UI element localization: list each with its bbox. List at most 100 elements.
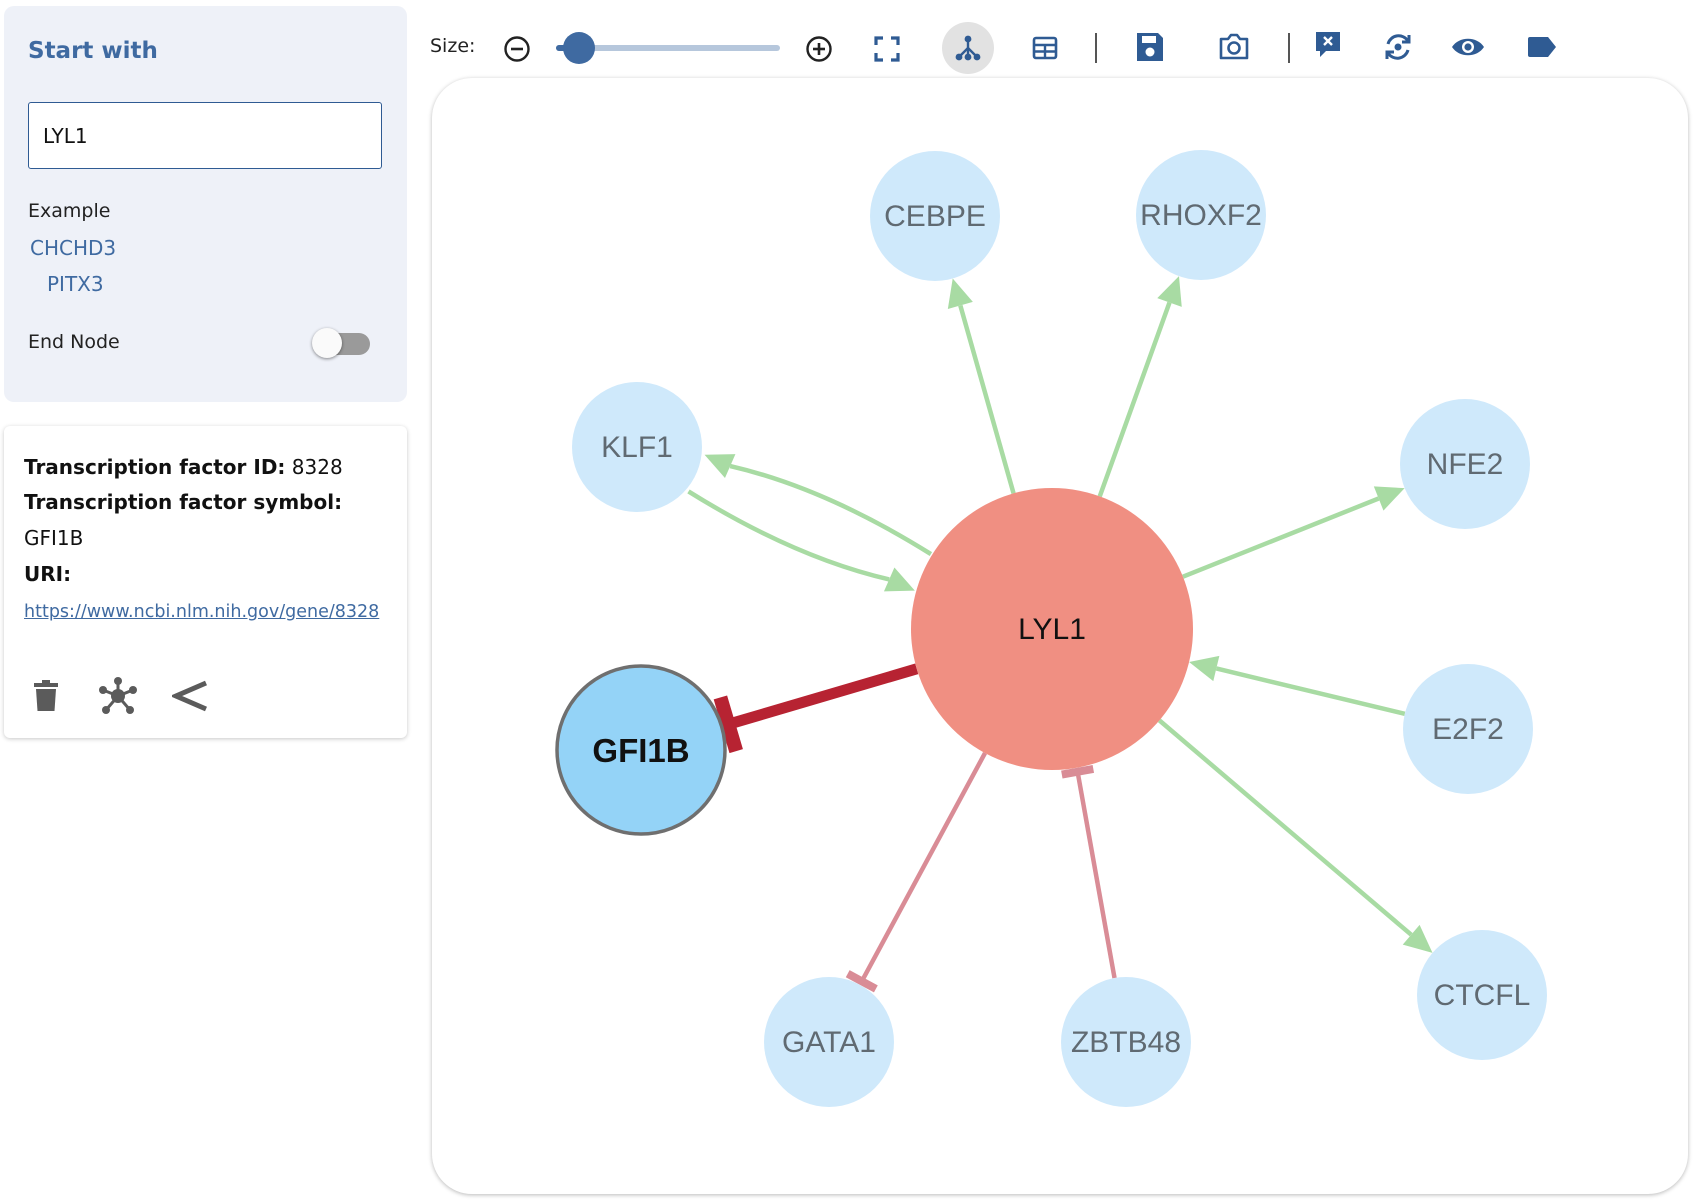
node-circle xyxy=(911,488,1193,770)
node-label: LYL1 xyxy=(1018,613,1086,646)
activation-arrowhead xyxy=(1373,486,1405,511)
node-circle xyxy=(764,977,894,1107)
repression-bar xyxy=(713,695,743,754)
zoom-in-icon[interactable] xyxy=(805,35,833,63)
tf-id-value: 8328 xyxy=(291,455,343,479)
size-slider-thumb[interactable] xyxy=(563,32,596,64)
node-label: NFE2 xyxy=(1427,448,1504,481)
uri-label: URI: xyxy=(24,562,72,586)
node-circle xyxy=(1400,399,1530,529)
repression-edge-line xyxy=(1075,769,1117,979)
activation-edge-line xyxy=(1157,718,1413,937)
edge-zbtb48-lyl1[interactable] xyxy=(1061,764,1117,979)
graph-node-cebpe[interactable]: CEBPE xyxy=(870,151,1000,281)
activation-edge-line xyxy=(1182,496,1380,579)
start-node-input[interactable] xyxy=(28,102,382,169)
size-slider-track[interactable] xyxy=(556,45,780,51)
activation-arrowhead xyxy=(947,278,973,310)
node-label: ZBTB48 xyxy=(1071,1026,1181,1059)
graph-node-klf1[interactable]: KLF1 xyxy=(572,382,702,512)
node-label: E2F2 xyxy=(1432,713,1504,746)
activation-arrowhead xyxy=(1402,924,1433,953)
edge-lyl1-ctcfl[interactable] xyxy=(1157,718,1433,953)
edge-klf1-lyl1[interactable] xyxy=(687,489,915,592)
tf-id-label: Transcription factor ID: xyxy=(24,455,286,479)
activation-arrowhead xyxy=(1189,655,1220,682)
hierarchy-layout-icon[interactable] xyxy=(954,34,982,62)
save-icon[interactable] xyxy=(1135,31,1165,63)
activation-arrowhead xyxy=(704,454,736,478)
node-label: GATA1 xyxy=(782,1026,876,1059)
graph-node-zbtb48[interactable]: ZBTB48 xyxy=(1061,977,1191,1107)
tf-id-row: Transcription factor ID: 8328 xyxy=(24,455,343,479)
edge-lyl1-nfe2[interactable] xyxy=(1182,486,1405,579)
graph-node-rhoxf2[interactable]: RHOXF2 xyxy=(1136,150,1266,280)
edge-lyl1-klf1[interactable] xyxy=(704,454,933,556)
node-label: CEBPE xyxy=(884,200,986,233)
end-node-toggle-knob[interactable] xyxy=(312,328,342,358)
edge-lyl1-cebpe[interactable] xyxy=(947,278,1016,494)
network-icon[interactable] xyxy=(98,677,138,715)
trash-icon[interactable] xyxy=(32,680,60,712)
node-circle xyxy=(555,664,727,836)
node-circle xyxy=(1403,664,1533,794)
repression-edge-line xyxy=(858,751,987,985)
node-label: RHOXF2 xyxy=(1140,199,1262,232)
graph-node-e2f2[interactable]: E2F2 xyxy=(1403,664,1533,794)
camera-icon[interactable] xyxy=(1218,31,1250,61)
repression-edge-line xyxy=(721,663,919,731)
tf-symbol-label-row: Transcription factor symbol: xyxy=(24,490,342,514)
edge-lyl1-gata1[interactable] xyxy=(845,751,987,993)
node-label: KLF1 xyxy=(601,431,673,464)
start-panel: Start with Example CHCHD3 PITX3 End Node xyxy=(4,6,407,402)
activation-arrowhead xyxy=(883,567,915,592)
graph-node-gata1[interactable]: GATA1 xyxy=(764,977,894,1107)
visibility-icon[interactable] xyxy=(1451,35,1485,59)
size-slider-fill xyxy=(556,45,568,51)
edge-layer xyxy=(687,276,1433,993)
size-label: Size: xyxy=(430,35,476,57)
less-than-icon[interactable] xyxy=(172,680,208,712)
table-view-icon[interactable] xyxy=(1032,36,1058,60)
reset-icon[interactable] xyxy=(1382,31,1414,63)
start-panel-title: Start with xyxy=(28,38,158,64)
edge-lyl1-rhoxf2[interactable] xyxy=(1097,276,1182,498)
node-circle xyxy=(1136,150,1266,280)
toolbar-separator xyxy=(1095,33,1097,63)
node-circle xyxy=(870,151,1000,281)
tf-symbol-value: GFI1B xyxy=(24,526,84,550)
edge-e2f2-lyl1[interactable] xyxy=(1189,655,1406,716)
node-info-panel xyxy=(4,426,407,738)
activation-edge-line xyxy=(1097,301,1172,498)
graph-node-lyl1[interactable]: LYL1 xyxy=(911,488,1193,770)
end-node-label: End Node xyxy=(28,331,120,353)
toolbar-separator xyxy=(1288,33,1290,63)
activation-edge-line xyxy=(958,304,1016,494)
activation-edge-line xyxy=(687,489,890,582)
activation-edge-line xyxy=(1215,666,1406,716)
graph-node-ctcfl[interactable]: CTCFL xyxy=(1417,930,1547,1060)
repression-bar xyxy=(845,970,878,993)
tf-symbol-label: Transcription factor symbol: xyxy=(24,490,343,514)
uri-link[interactable]: https://www.ncbi.nlm.nih.gov/gene/8328 xyxy=(24,602,380,622)
remove-node-icon[interactable] xyxy=(1314,30,1342,60)
activation-edge-line xyxy=(729,463,933,556)
fit-screen-icon[interactable] xyxy=(874,36,900,62)
label-icon[interactable] xyxy=(1526,35,1558,59)
example-label: Example xyxy=(28,200,111,222)
node-circle xyxy=(1061,977,1191,1107)
uri-label-row: URI: xyxy=(24,562,71,586)
node-circle xyxy=(1417,930,1547,1060)
edge-lyl1-gfi1b[interactable] xyxy=(713,663,919,754)
repression-bar xyxy=(1061,764,1095,779)
activation-arrowhead xyxy=(1157,276,1182,307)
graph-node-gfi1b[interactable]: GFI1B xyxy=(555,664,727,836)
graph-node-nfe2[interactable]: NFE2 xyxy=(1400,399,1530,529)
node-label: GFI1B xyxy=(592,732,689,769)
zoom-out-icon[interactable] xyxy=(503,35,531,63)
node-label: CTCFL xyxy=(1434,979,1531,1012)
node-circle xyxy=(572,382,702,512)
example-link-pitx3[interactable]: PITX3 xyxy=(47,272,104,296)
example-link-chchd3[interactable]: CHCHD3 xyxy=(30,236,117,260)
